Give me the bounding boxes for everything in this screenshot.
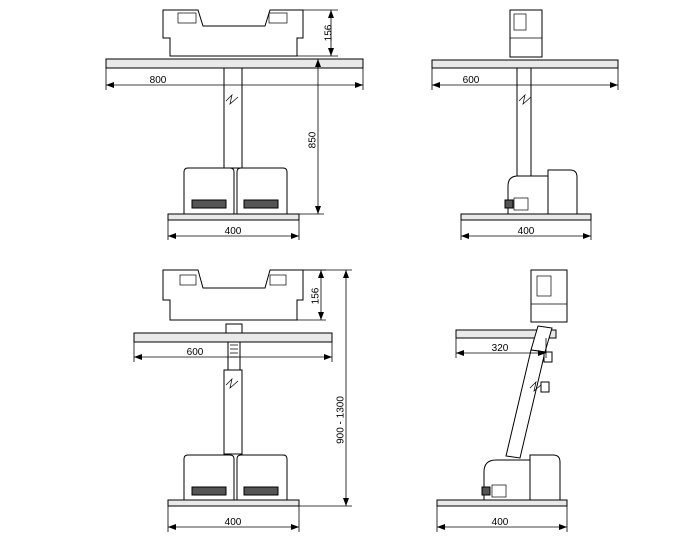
dim-base-depth-4: 400 [436,506,568,532]
view-front-fixed: 156 800 850 400 [105,9,364,240]
label-base-width-3: 400 [225,517,242,528]
label-base-width-4: 400 [492,517,509,528]
foot-pedals-3 [183,454,288,501]
label-table-width-2: 600 [463,75,480,86]
column-adjustable [223,323,243,455]
dim-table-width: 800 [105,68,364,90]
column-side [516,67,532,179]
label-table-width-4: 320 [492,343,509,354]
label-table-width-1: 800 [150,75,167,86]
column-tilted [505,325,553,459]
label-table-width-3: 600 [187,347,204,358]
base-plate-4 [436,499,568,507]
label-base-width-1: 400 [225,226,242,237]
monitor-head [162,9,304,57]
monitor-head-3 [162,269,304,321]
dim-base-width: 400 [167,220,300,240]
table-top-3 [133,332,333,343]
dim-table-width-3: 600 [133,342,333,362]
view-side-tilted: 320 400 [436,269,568,532]
table-top-side [431,59,619,69]
dim-head-height: 156 [297,9,338,57]
table-top-4 [455,329,557,339]
label-base-width-2: 400 [518,226,535,237]
view-front-adjustable: 156 900 - 1300 600 400 [133,269,352,532]
dim-table-depth-4: 320 [455,338,547,358]
dim-base-width-3: 400 [167,506,300,532]
label-head-height-3: 156 [311,287,322,304]
label-height-range-3: 900 - 1300 [336,396,347,444]
monitor-head-side [509,9,543,58]
label-height-1: 850 [308,131,319,148]
dim-base-depth: 400 [460,220,592,240]
foot-pedals [183,167,288,215]
base-plate-3 [167,499,300,507]
dim-height-range: 900 - 1300 [299,269,352,507]
foot-pedals-4 [481,454,561,501]
column [223,67,243,169]
foot-pedals-side [504,169,578,215]
dim-table-depth: 600 [431,68,619,90]
table-top [105,58,364,69]
dim-height: 850 [299,59,324,215]
monitor-head-4 [530,269,568,323]
view-side-fixed: 600 400 [431,9,619,240]
label-head-height-1: 156 [324,24,335,41]
base-plate [167,213,300,221]
base-plate-side [460,213,592,221]
